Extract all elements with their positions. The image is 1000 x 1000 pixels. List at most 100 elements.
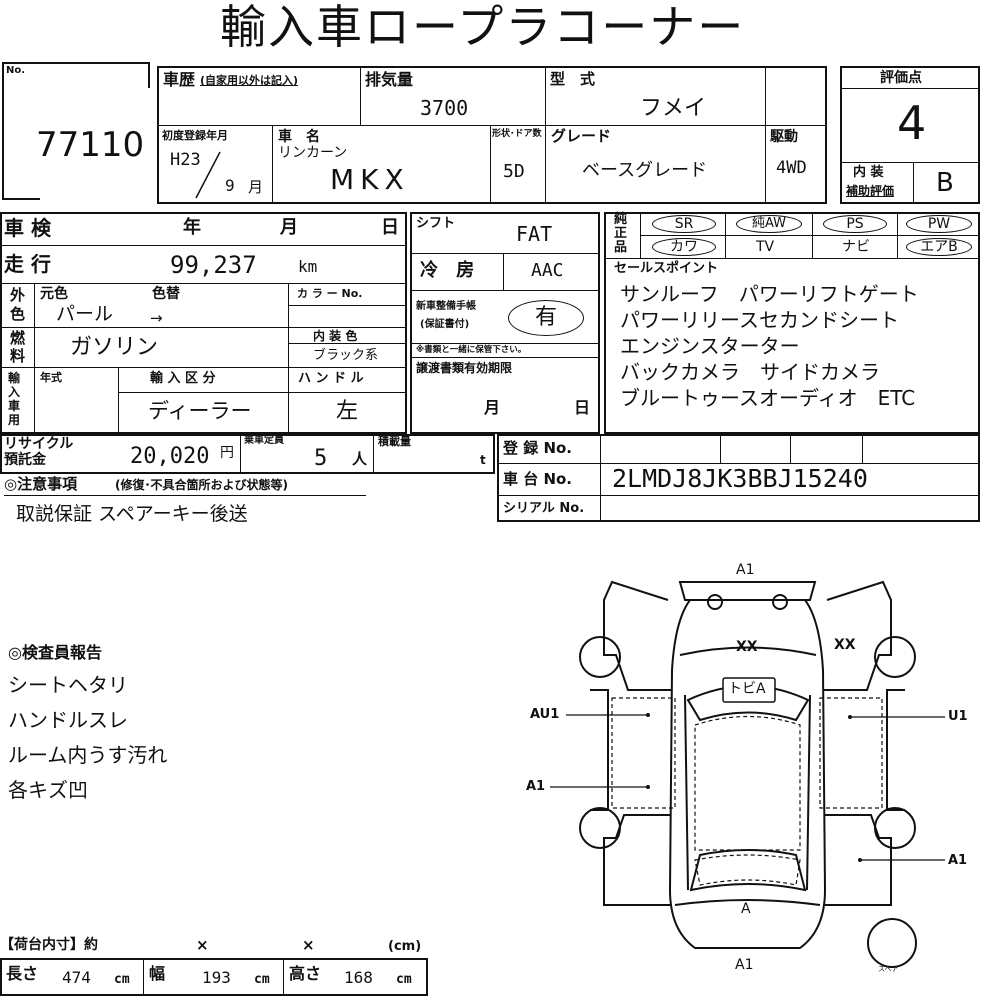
import-year-label: 年式	[40, 371, 62, 384]
lot-number: 77110	[36, 125, 145, 165]
mileage-label: 走 行	[4, 252, 51, 276]
diagram-front: A1	[736, 562, 755, 578]
grade-label: グレード	[551, 127, 612, 145]
diagram-rear: A	[741, 901, 751, 917]
warranty-label-1: 新車整備手帳	[416, 301, 476, 312]
original-color-value: パール	[56, 303, 114, 325]
drive-value: 4WD	[776, 158, 807, 178]
equip-leather: カワ	[652, 238, 716, 256]
first-reg-month: 9	[225, 176, 235, 195]
equip-alloy-wheels: 純AW	[736, 215, 802, 233]
capacity-value: 5	[314, 446, 328, 471]
diagram-right-front: U1	[948, 709, 968, 724]
sales-point-line: バックカメラ サイドカメラ	[620, 360, 880, 384]
diagram-hood: XX	[736, 639, 758, 655]
recycle-label-2: 預託金	[4, 452, 46, 468]
color-label-2: 色	[10, 305, 26, 323]
warranty-note: ※書類と一緒に保管下さい。	[416, 345, 527, 355]
recycle-label-1: リサイクル	[4, 436, 74, 452]
equip-tv: TV	[756, 239, 775, 255]
ac-value: AAC	[531, 260, 564, 281]
cargo-length: 474	[62, 968, 91, 987]
sales-point-line: サンルーフ パワーリフトゲート	[620, 282, 919, 306]
transfer-month: 月	[484, 398, 501, 417]
displacement-value: 3700	[420, 96, 469, 120]
serial-label: シリアル No.	[503, 501, 585, 516]
chassis-label: 車 台 No.	[503, 470, 573, 488]
inspector-line: シートヘタリ	[8, 673, 128, 697]
warranty-label-2: (保証書付)	[420, 319, 470, 330]
notes-value: 取説保証 スペアーキー後送	[16, 503, 248, 525]
name-label: 車 名	[278, 129, 320, 145]
sales-point-line: パワーリリースセカンドシート	[620, 308, 899, 332]
capacity-unit: 人	[352, 450, 368, 468]
interior-score-label-2: 補助評価	[846, 184, 895, 198]
interior-score-label-1: 内 装	[853, 165, 884, 180]
doors-value: 5D	[503, 161, 525, 182]
page-title: 輸入車ロープラコーナー	[220, 0, 746, 54]
cargo-times-2: ×	[302, 936, 315, 954]
lot-frame	[2, 62, 150, 200]
history-note: (自家用以外は記入)	[200, 74, 299, 87]
history-label: 車歴	[163, 70, 196, 89]
interior-score-value: B	[936, 168, 954, 198]
handle-label: ハ ン ド ル	[298, 371, 364, 386]
first-reg-year: H23	[170, 150, 201, 170]
import-type-label: 輸 入 区 分	[150, 371, 216, 386]
vehicle-info-grid	[157, 66, 827, 204]
cargo-height-unit: cm	[396, 972, 412, 987]
cargo-width-unit: cm	[254, 972, 270, 987]
inspector-line: ルーム内うす汚れ	[8, 743, 168, 767]
name-value: MKX	[330, 163, 410, 196]
score-box	[840, 66, 980, 204]
car-diagram	[550, 580, 945, 968]
fuel-label-2: 料	[10, 347, 26, 365]
inspection-label: 車 検	[4, 216, 51, 240]
recycle-unit: 円	[220, 445, 234, 461]
cargo-length-label: 長さ	[6, 964, 39, 983]
change-color-value: →	[150, 309, 163, 327]
recycle-value: 20,020	[130, 444, 210, 469]
ac-label: 冷 房	[420, 260, 481, 281]
cargo-width-label: 幅	[149, 964, 166, 983]
name-maker: リンカーン	[278, 145, 348, 161]
handle-value: 左	[336, 399, 359, 424]
color-label-1: 外	[10, 286, 26, 304]
doors-label: 形状･ドア数	[492, 129, 542, 139]
lot-label: No.	[6, 65, 26, 76]
inspector-line: ハンドルスレ	[8, 708, 128, 732]
inspection-day: 日	[381, 217, 399, 238]
first-reg-label: 初度登録年月	[162, 129, 228, 142]
diagram-rear-bottom: A1	[735, 957, 754, 973]
sales-point-line: エンジンスターター	[620, 334, 800, 358]
equip-airbag: エアB	[906, 238, 972, 256]
diagram-left-front: AU1	[530, 707, 560, 722]
load-unit: t	[480, 453, 486, 467]
equip-ps: PS	[823, 215, 887, 233]
capacity-label: 乗車定員	[244, 435, 284, 446]
cargo-length-unit: cm	[114, 972, 130, 987]
color-code-label: カ ラ ー No.	[297, 287, 363, 300]
grade-value: ベースグレード	[582, 160, 708, 181]
shift-label: シフト	[416, 216, 456, 231]
interior-color-label: 内 装 色	[313, 329, 358, 343]
notes-label: ◎注意事項	[4, 475, 78, 493]
diagram-roof: トビA	[728, 681, 766, 697]
sales-points-label: セールスポイント	[614, 261, 719, 276]
displacement-label: 排気量	[365, 70, 414, 89]
model-label: 型 式	[550, 70, 596, 88]
import-type-value: ディーラー	[148, 399, 252, 423]
cargo-unit: (cm)	[388, 939, 422, 954]
cargo-times-1: ×	[196, 936, 209, 954]
mileage-value: 99,237	[170, 251, 257, 279]
score-value: 4	[897, 96, 927, 150]
chassis-value: 2LMDJ8JK3BBJ15240	[612, 464, 868, 493]
load-label: 積載量	[378, 435, 411, 448]
change-color-label: 色替	[152, 286, 180, 302]
first-reg-month-unit: 月	[248, 178, 264, 196]
sales-point-line: ブルートゥースオーディオ ETC	[620, 386, 916, 410]
inspector-line: 各キズ凹	[8, 778, 88, 802]
score-label: 評価点	[880, 70, 922, 86]
equip-pw: PW	[906, 215, 972, 233]
registration-label: 登 録 No.	[503, 439, 573, 457]
